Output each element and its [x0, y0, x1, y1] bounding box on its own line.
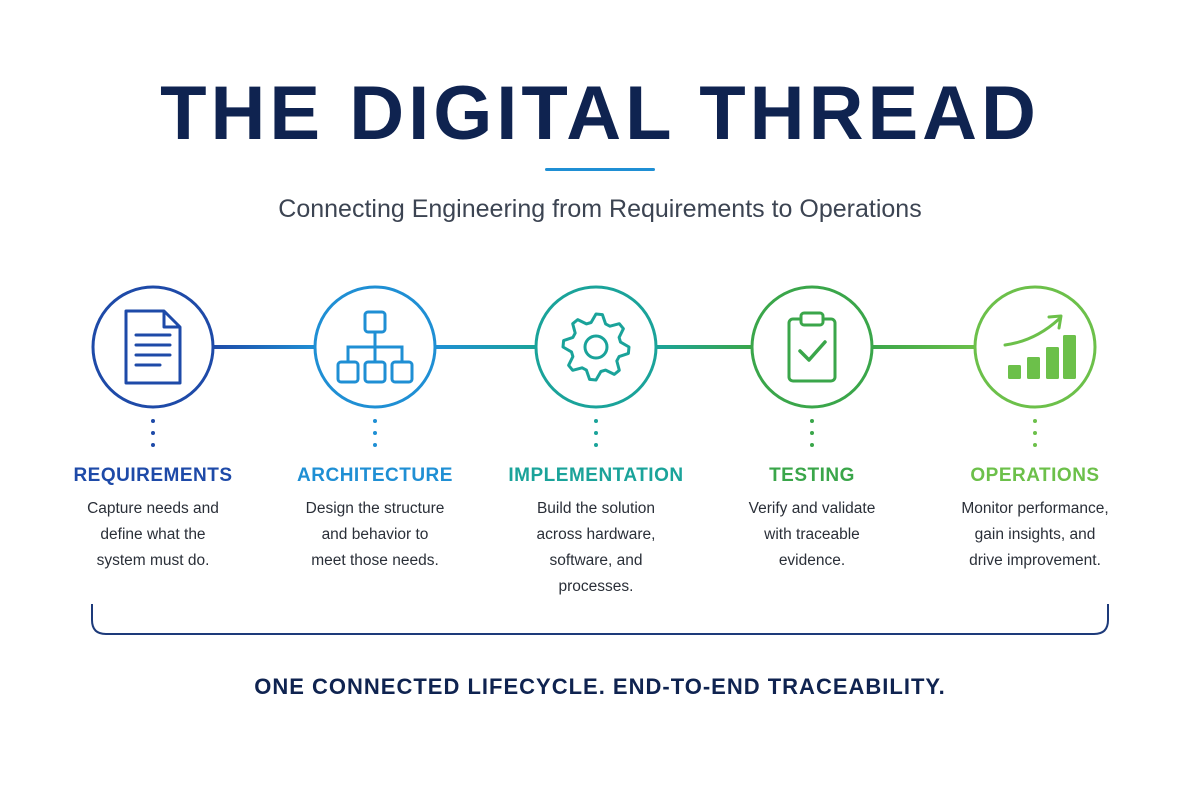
- stage-description-line: evidence.: [778, 552, 846, 569]
- stage-description-line: and behavior to: [321, 526, 429, 543]
- stage-description: Monitor performance, gain insights, and dr…: [935, 496, 1135, 574]
- dotted-stem-dot: [810, 443, 814, 447]
- stage-description-line: Design the structure: [305, 500, 445, 517]
- document-icon-body: [124, 309, 182, 385]
- dotted-stem-dot: [1033, 443, 1037, 447]
- gear-icon-hub: [583, 334, 609, 360]
- stage-label-operations: OPERATIONS: [970, 465, 1100, 486]
- stage-description: Capture needs and define what the system m…: [53, 496, 253, 574]
- stage-node-operations: [973, 285, 1097, 447]
- stage-label-architecture: ARCHITECTURE: [297, 465, 453, 486]
- dotted-stem-dot: [810, 431, 814, 435]
- stage-nodes: [91, 285, 1097, 447]
- stage-circle: [91, 285, 215, 409]
- stage-circle: [973, 285, 1097, 409]
- growth-chart-bar: [1008, 365, 1021, 379]
- stage-label-testing: TESTING: [769, 465, 855, 486]
- dotted-stem-dot: [151, 419, 155, 423]
- stage-circle: [534, 285, 658, 409]
- lifecycle-bracket: [91, 604, 1109, 635]
- stage-label-requirements: REQUIREMENTS: [73, 465, 233, 486]
- clipboard-icon-clip: [799, 311, 825, 327]
- gear-icon-outline: [561, 312, 631, 382]
- stage-node-testing: [750, 285, 874, 447]
- stage-circle: [750, 285, 874, 409]
- growth-chart-arrowhead: [1047, 314, 1063, 330]
- growth-chart-trend: [1003, 317, 1061, 347]
- dotted-stem-dot: [373, 431, 377, 435]
- title-underline: [545, 168, 655, 171]
- stage-description-line: gain insights, and: [974, 526, 1096, 543]
- stage-description-line: define what the: [100, 526, 206, 543]
- dotted-stem-dot: [810, 419, 814, 423]
- page-subtitle: Connecting Engineering from Requirements…: [278, 195, 922, 223]
- dotted-stem-dot: [1033, 431, 1037, 435]
- hierarchy-icon: [336, 310, 414, 384]
- stage-description: Verify and validate with traceable evidenc…: [712, 496, 912, 574]
- clipboard-check-icon: [787, 311, 837, 383]
- stage-description-line: meet those needs.: [311, 552, 439, 569]
- stage-description-line: across hardware,: [536, 526, 656, 543]
- dotted-stem-dot: [151, 443, 155, 447]
- footer-tagline: ONE CONNECTED LIFECYCLE. END-TO-END TRAC…: [254, 674, 946, 699]
- dotted-stem-dot: [594, 419, 598, 423]
- growth-chart-bar: [1027, 357, 1040, 379]
- stage-description-line: software, and: [549, 552, 643, 569]
- document-icon: [124, 309, 182, 385]
- stage-description-line: processes.: [558, 578, 634, 595]
- dotted-stem-dot: [373, 419, 377, 423]
- dotted-stem-dot: [1033, 419, 1037, 423]
- stage-label-implementation: IMPLEMENTATION: [508, 465, 684, 486]
- stage-node-implementation: [534, 285, 658, 447]
- stage-node-architecture: [313, 285, 437, 447]
- stage-description: Build the solution across hardware, softwa…: [496, 496, 696, 600]
- stage-description-line: drive improvement.: [969, 552, 1101, 569]
- page-title: THE DIGITAL THREAD: [160, 71, 1040, 156]
- dotted-stem-dot: [594, 431, 598, 435]
- dotted-stem-dot: [373, 443, 377, 447]
- growth-chart-icon: [1003, 314, 1076, 379]
- stage-description-line: Build the solution: [536, 500, 656, 517]
- growth-chart-bar: [1063, 335, 1076, 379]
- document-icon-fold: [162, 311, 180, 329]
- dotted-stem-dot: [151, 431, 155, 435]
- stage-description: Design the structure and behavior to meet …: [275, 496, 475, 574]
- growth-chart-bar: [1046, 347, 1059, 379]
- check-icon: [798, 340, 827, 362]
- stage-node-requirements: [91, 285, 215, 447]
- stage-description-line: system must do.: [96, 552, 210, 569]
- dotted-stem-dot: [594, 443, 598, 447]
- stage-description-line: Verify and validate: [748, 500, 876, 517]
- stage-description-line: with traceable: [764, 526, 860, 543]
- gear-icon: [561, 312, 631, 382]
- stage-description-line: Monitor performance,: [961, 500, 1109, 517]
- hierarchy-icon-links: [346, 332, 404, 362]
- stage-description-line: Capture needs and: [87, 500, 219, 517]
